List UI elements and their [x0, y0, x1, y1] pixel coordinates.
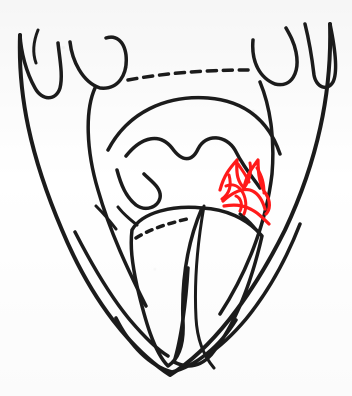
right-tongue-base-line: [240, 214, 258, 232]
dashed-upper-arch: [128, 70, 248, 80]
left-tonsil: [117, 170, 160, 208]
tongue-midline: [195, 206, 214, 368]
left-lower-pillar: [118, 207, 137, 225]
right-upper-tooth: [253, 28, 297, 85]
left-upper-tooth: [20, 35, 61, 98]
left-upper-tooth-root: [34, 30, 38, 63]
dashed-tongue-base: [136, 218, 191, 238]
tongue-left: [131, 207, 202, 366]
left-inner-tick: [96, 206, 116, 229]
left-second-upper: [70, 37, 126, 88]
outer-jaw-outline: [20, 24, 330, 375]
lesion-right-soft-palate: [220, 160, 269, 224]
